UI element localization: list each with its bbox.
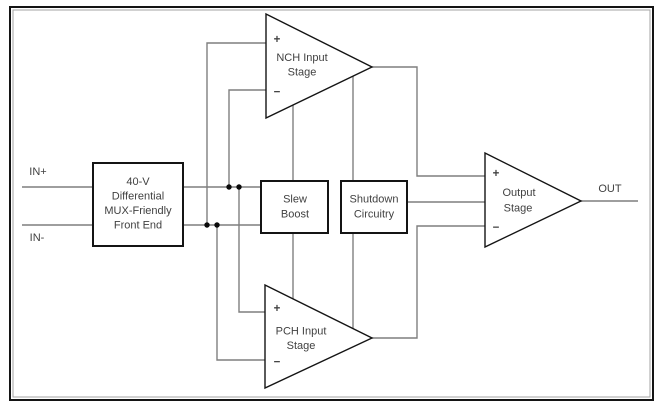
junction-dot	[214, 222, 220, 228]
figure-border-inner	[12, 9, 651, 398]
output-stage-triangle	[484, 151, 583, 249]
shutdown-label-line-2: Circuitry	[354, 209, 395, 221]
in-minus-label: IN-	[30, 232, 45, 244]
nch-plus-sign: +	[274, 34, 281, 46]
junction-dot	[236, 184, 242, 190]
junction-dot	[204, 222, 210, 228]
nch-label-line-1: NCH Input	[276, 52, 327, 64]
wire-to-nch-noninverting	[206, 42, 270, 225]
wire-to-pch-inverting	[216, 225, 270, 361]
slew-boost-block	[260, 180, 329, 234]
shutdown-label-line-1: Shutdown	[350, 194, 399, 206]
wire-pch-output-to-output-stage	[368, 225, 490, 339]
front-end-label-line-1: 40-V	[126, 176, 150, 188]
junction-dot	[226, 184, 232, 190]
output-stage-minus-sign: −	[493, 222, 500, 234]
front-end-label-line-3: MUX-Friendly	[104, 205, 172, 217]
slew-boost-label-line-2: Boost	[281, 209, 309, 221]
output-stage-label-line-1: Output	[502, 187, 535, 199]
pch-plus-sign: +	[274, 303, 281, 315]
front-end-label-line-4: Front End	[114, 220, 162, 232]
front-end-label-line-2: Differential	[112, 191, 164, 203]
wire-to-nch-inverting	[228, 89, 270, 187]
wire-nch-output-to-output-stage	[368, 66, 490, 177]
output-stage-plus-sign: +	[493, 168, 500, 180]
pch-input-stage-triangle	[264, 283, 374, 390]
figure-border	[9, 6, 654, 401]
nch-minus-sign: −	[274, 87, 281, 99]
pch-minus-sign: −	[274, 357, 281, 369]
output-stage-label-line-2: Stage	[504, 203, 533, 215]
pch-label-line-1: PCH Input	[276, 326, 327, 338]
in-plus-label: IN+	[29, 166, 46, 178]
front-end-block	[92, 162, 184, 247]
pch-label-line-2: Stage	[287, 340, 316, 352]
slew-boost-label-line-1: Slew	[283, 194, 307, 206]
nch-label-line-2: Stage	[288, 67, 317, 79]
shutdown-block	[340, 180, 408, 234]
wire-to-pch-noninverting	[238, 187, 270, 313]
nch-input-stage-triangle	[265, 12, 374, 120]
out-label: OUT	[598, 183, 622, 195]
